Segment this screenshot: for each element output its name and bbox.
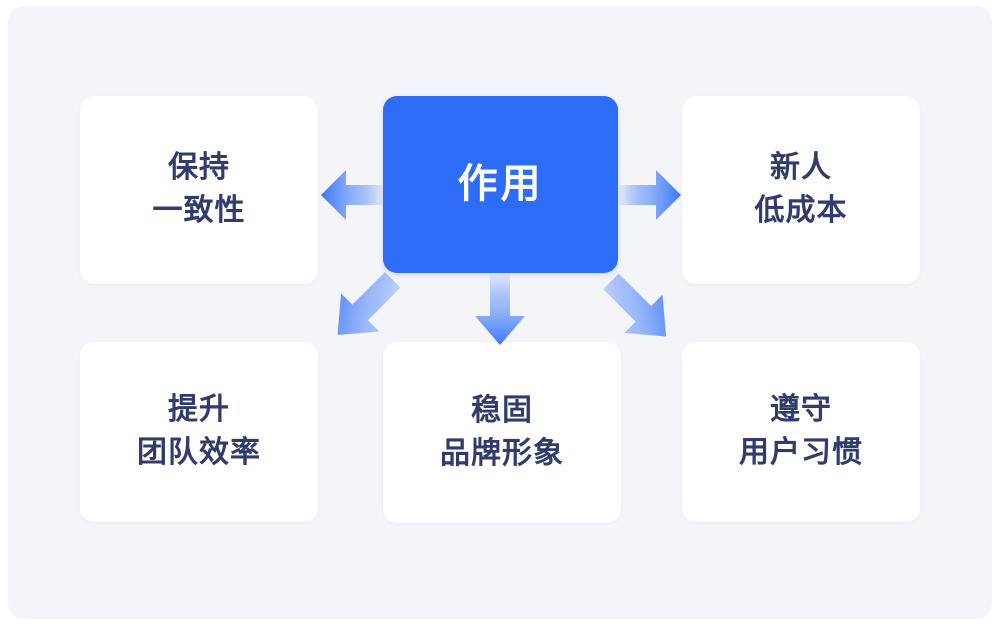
node-top-right-line2: 低成本 (754, 194, 848, 227)
arrow-down-left-icon (325, 272, 401, 348)
node-bottom-center-line1: 稳固 (471, 393, 533, 427)
arrow-down-right-icon (603, 273, 680, 348)
node-bottom-left-line2: 团队效率 (137, 436, 261, 469)
node-top-left-line2: 一致性 (152, 194, 246, 227)
diagram-canvas: 保持 一致性 作用 新人 低成本 提升 团队效率 稳固 品牌形象 遵守 用户习惯 (8, 6, 992, 619)
node-top-right[interactable]: 新人 低成本 (682, 96, 920, 284)
arrow-right-icon (618, 164, 682, 226)
node-bottom-left[interactable]: 提升 团队效率 (80, 342, 318, 522)
arrow-down-icon (469, 274, 531, 346)
node-top-left-line1: 保持 (168, 151, 230, 185)
node-bottom-right-line1: 遵守 (770, 393, 832, 427)
node-bottom-right[interactable]: 遵守 用户习惯 (682, 342, 920, 522)
node-top-right-line1: 新人 (770, 151, 832, 185)
node-bottom-right-line2: 用户习惯 (739, 436, 863, 469)
center-node-label: 作用 (457, 162, 544, 207)
node-bottom-center[interactable]: 稳固 品牌形象 (383, 342, 621, 523)
arrow-left-icon (320, 164, 384, 226)
center-node[interactable]: 作用 (383, 96, 618, 273)
node-bottom-center-line2: 品牌形象 (440, 436, 564, 470)
node-top-left[interactable]: 保持 一致性 (80, 96, 318, 284)
node-bottom-left-line1: 提升 (168, 393, 230, 427)
